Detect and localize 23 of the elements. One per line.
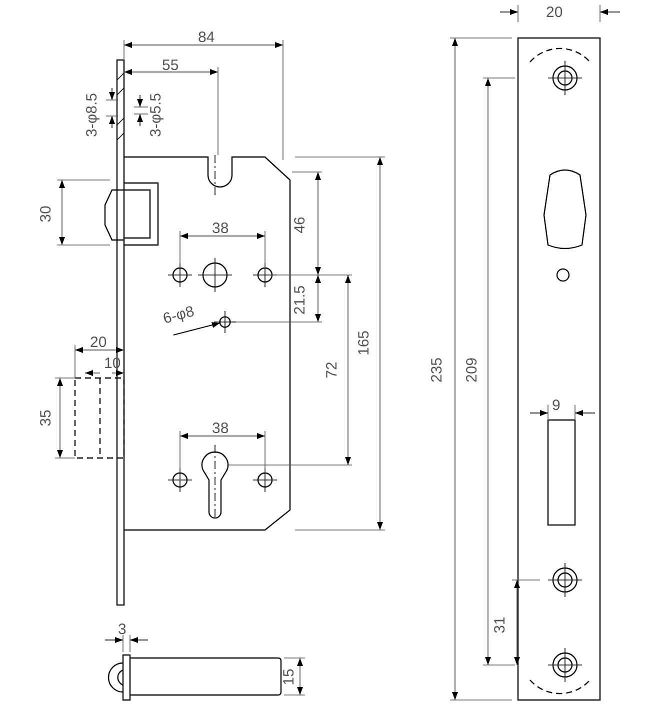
dimension-label: 235 bbox=[430, 357, 444, 383]
dimension-label: 84 bbox=[198, 30, 215, 45]
dimension-label: 55 bbox=[162, 58, 179, 73]
dimension-label: 20 bbox=[546, 5, 563, 20]
dimension-label: 46 bbox=[292, 216, 308, 234]
dimension-label: 30 bbox=[38, 206, 54, 222]
dimension-label: 15 bbox=[282, 668, 296, 686]
callout-text: 6-φ8 bbox=[162, 298, 216, 330]
dimension-label: 9 bbox=[552, 398, 560, 413]
dimension-label: 20 bbox=[90, 335, 107, 350]
dimension-label: 38 bbox=[212, 421, 229, 436]
dimension-label: 3-φ8.5 bbox=[84, 93, 100, 137]
dimension-label: 72 bbox=[324, 362, 340, 378]
leader-line bbox=[172, 322, 220, 336]
dimension-label: 35 bbox=[38, 410, 54, 426]
dimension-label: 31 bbox=[492, 616, 508, 634]
dimension-label: 209 bbox=[464, 357, 480, 383]
dimension-label: 38 bbox=[212, 221, 229, 236]
screw-hole bbox=[219, 316, 231, 328]
dimension-label: 3-φ5.5 bbox=[148, 93, 164, 137]
dimension-label: 3 bbox=[118, 622, 126, 637]
dimension-label: 165 bbox=[356, 330, 372, 356]
dimension-label: 21.5 bbox=[292, 285, 308, 315]
